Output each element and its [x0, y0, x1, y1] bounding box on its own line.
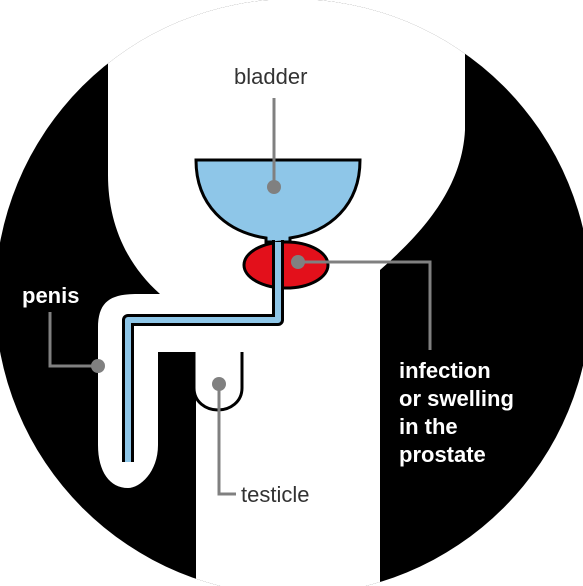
prostate-label-line-1: infection — [399, 358, 491, 383]
prostate-shape — [244, 242, 328, 288]
testicle-leader-dot — [212, 377, 226, 391]
bladder-leader-dot — [267, 180, 281, 194]
testicle-label: testicle — [241, 482, 309, 507]
penis-leader-dot — [91, 359, 105, 373]
bladder-label: bladder — [234, 64, 307, 89]
prostate-label-line-3: in the — [399, 414, 458, 439]
prostate-label-line-4: prostate — [399, 442, 486, 467]
prostate-label-line-2: or swelling — [399, 386, 514, 411]
prostate-leader-dot — [291, 255, 305, 269]
penis-label: penis — [22, 283, 79, 308]
